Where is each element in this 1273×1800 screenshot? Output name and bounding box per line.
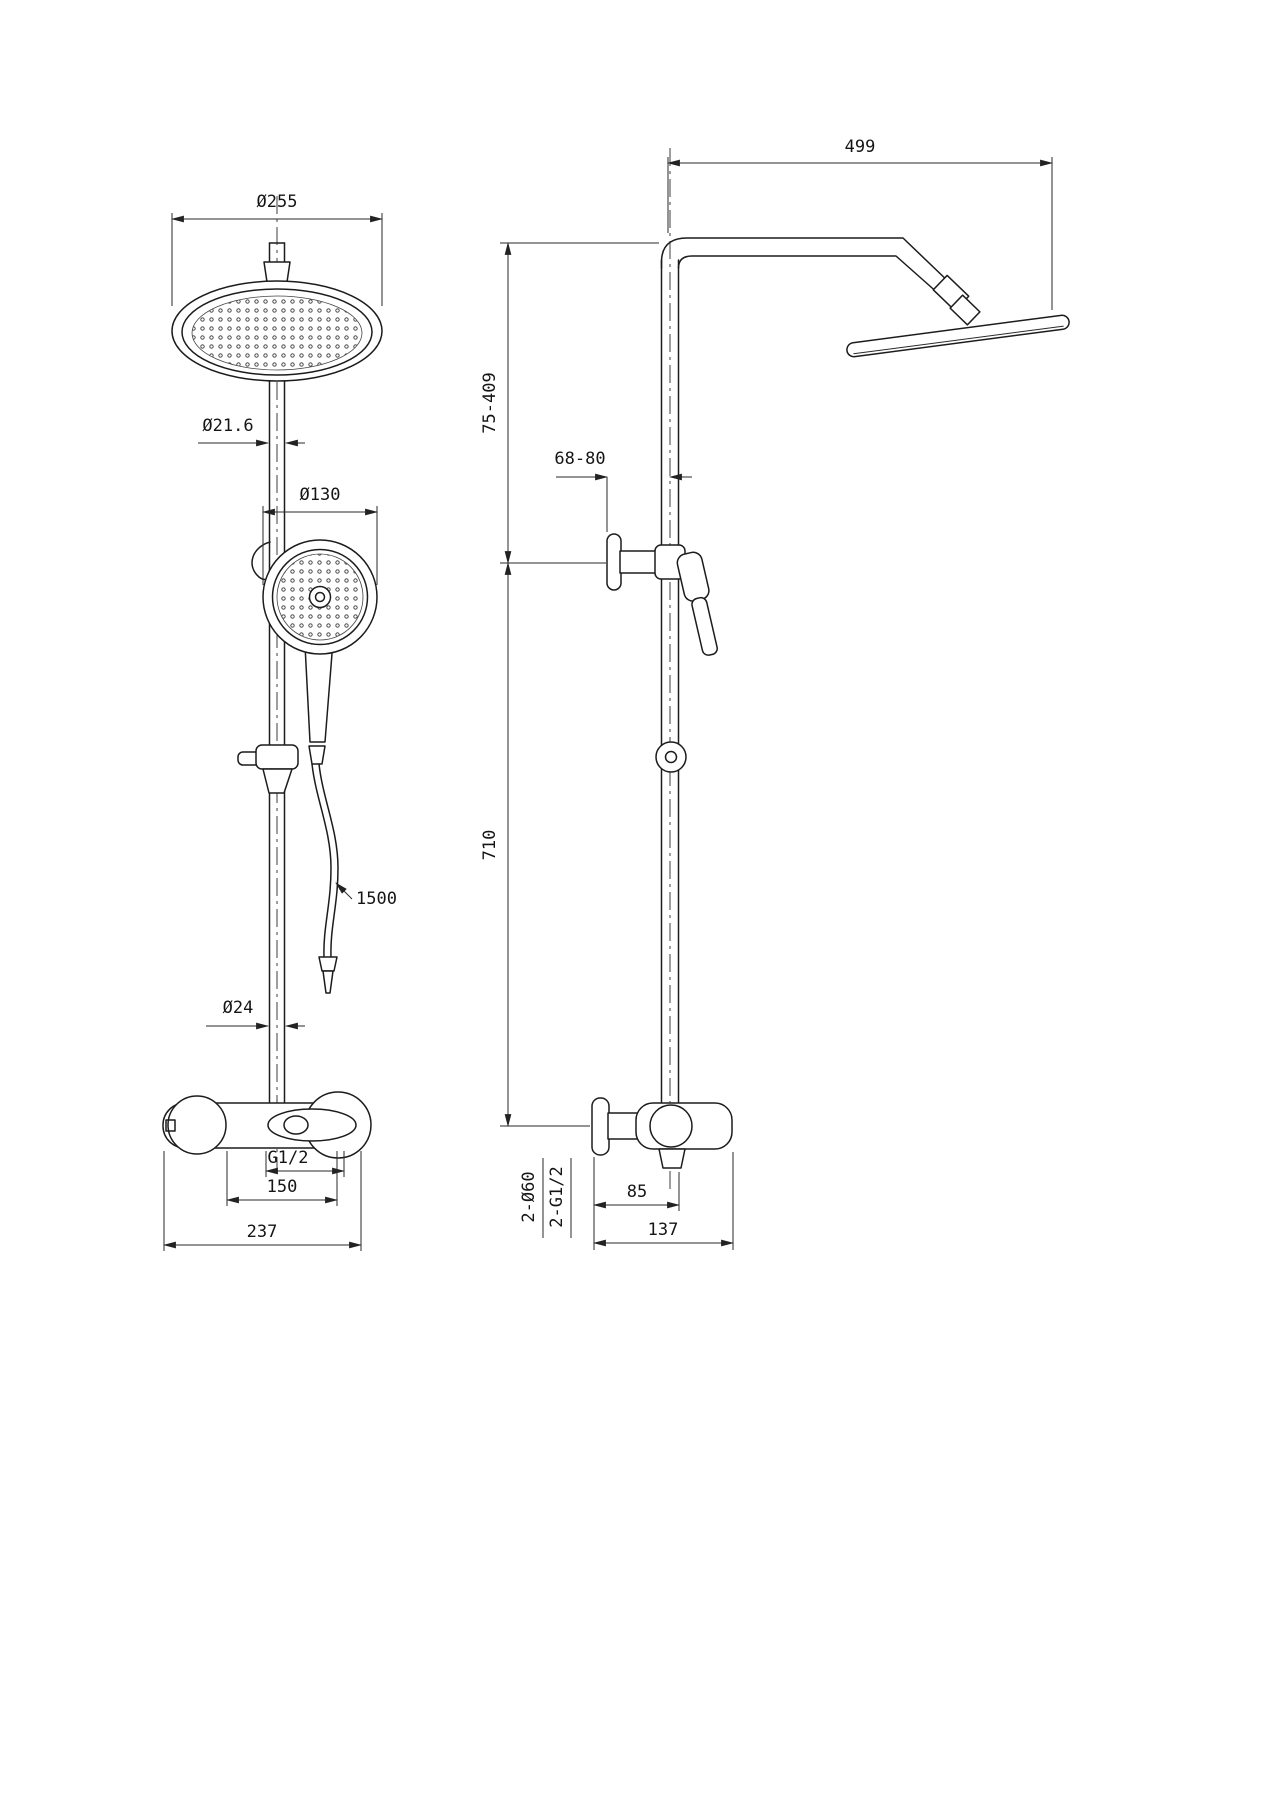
mixer-outlet xyxy=(658,1148,686,1169)
dim-upper-height-label: 75-409 xyxy=(480,372,500,433)
dim-connection-thread-label: 2-G1/2 xyxy=(547,1166,567,1227)
dim-escutcheon-label: 2-Ø60 xyxy=(519,1171,539,1222)
mixer-stem xyxy=(607,1112,639,1140)
side-view: 499 75-409 68-80 710 2-Ø60 2-G1/2 85 137 xyxy=(480,137,1070,1250)
slide-rail-clamp xyxy=(237,744,299,794)
shower-arm-outer xyxy=(660,237,953,286)
dim-wall-to-center-label: 85 xyxy=(627,1182,647,1202)
front-view: Ø255 Ø21.6 Ø130 1500 Ø24 G1/2 150 xyxy=(162,192,397,1251)
wall-bracket xyxy=(606,533,686,591)
dim-valve-depth-label: 137 xyxy=(648,1220,679,1240)
side-dimensions: 499 75-409 68-80 710 2-Ø60 2-G1/2 85 137 xyxy=(480,137,1054,1250)
mixer-wall-flange xyxy=(591,1097,610,1156)
handshower-hose-nut xyxy=(308,745,326,765)
dim-arm-reach-label: 499 xyxy=(845,137,876,157)
lever-handle xyxy=(267,1108,357,1142)
hand-shower-side xyxy=(676,551,718,656)
shower-arm-inner xyxy=(677,255,941,296)
dim-bracket-offset-label: 68-80 xyxy=(554,449,605,469)
handshower-handle xyxy=(304,640,334,743)
mixer-valve-side xyxy=(591,1097,733,1169)
nozzle-face xyxy=(191,295,363,371)
dim-lower-height-label: 710 xyxy=(480,830,500,861)
hose-end-nut xyxy=(318,956,338,972)
dim-handshower-diameter-label: Ø130 xyxy=(300,485,341,505)
dim-body-width-label: 237 xyxy=(247,1222,278,1242)
slider-ring xyxy=(655,741,687,773)
dim-head-diameter-label: Ø255 xyxy=(257,192,298,212)
hose-length-leader xyxy=(335,882,353,900)
front-dimensions: Ø255 Ø21.6 Ø130 1500 Ø24 G1/2 150 xyxy=(162,192,397,1251)
dim-outlet-thread-label: G1/2 xyxy=(268,1148,309,1168)
mixer-valve-front xyxy=(162,1091,372,1159)
dim-inlet-spacing-label: 150 xyxy=(267,1177,298,1197)
bracket-flange xyxy=(606,533,622,591)
shower-hose xyxy=(311,763,332,958)
dim-hose-length-label: 1500 xyxy=(356,889,397,909)
head-connector xyxy=(263,261,291,283)
bracket-stem xyxy=(619,550,659,574)
rain-shower-head-side xyxy=(846,314,1070,358)
riser-pipe-side xyxy=(660,237,953,1106)
rain-shower-head xyxy=(171,261,383,382)
temperature-knob xyxy=(167,1095,227,1155)
dim-rail-diameter-label: Ø24 xyxy=(223,998,254,1018)
arm-connector-nuts xyxy=(932,274,981,326)
riser-pipe xyxy=(268,242,286,1104)
hand-shower xyxy=(262,539,378,994)
dim-riser-diameter-label: Ø21.6 xyxy=(202,416,253,436)
